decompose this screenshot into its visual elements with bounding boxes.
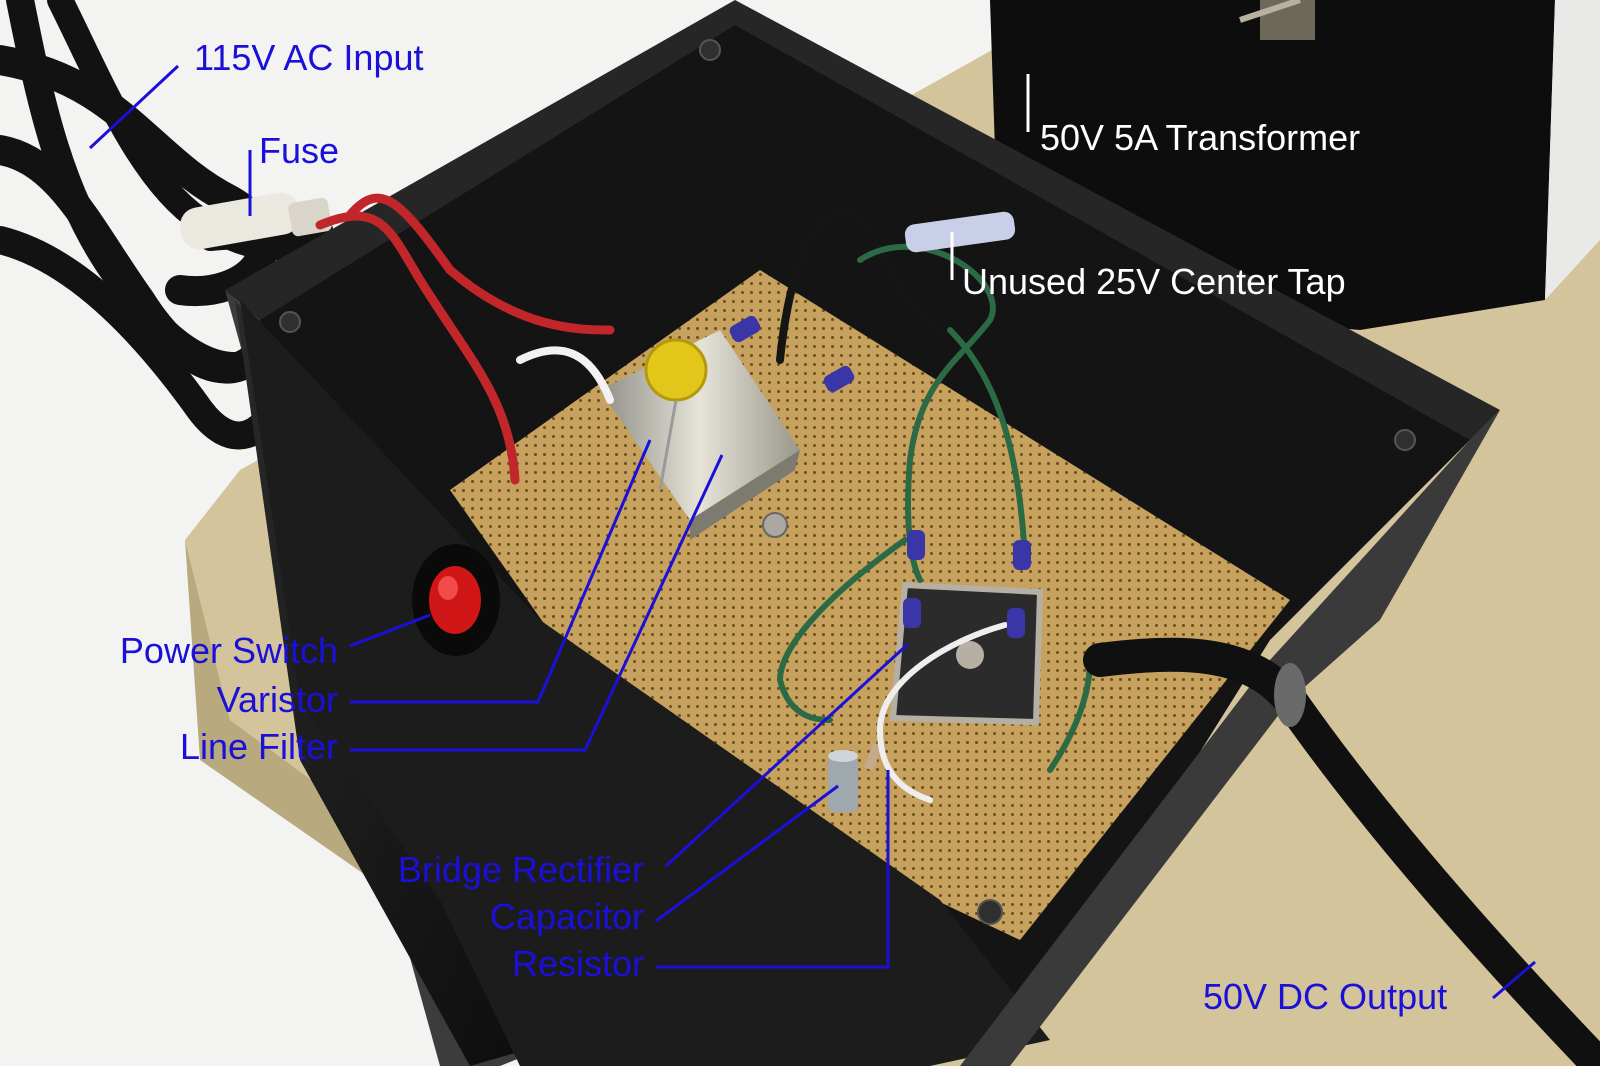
leader-power-switch xyxy=(349,613,431,648)
label-varistor: Varistor xyxy=(216,679,338,720)
label-fuse: Fuse xyxy=(259,130,340,171)
capacitor xyxy=(828,750,858,812)
varistor xyxy=(644,338,708,491)
bridge-rectifier xyxy=(889,581,1044,726)
label-dc-output: 50V DC Output xyxy=(1203,976,1448,1017)
leader-ac-input xyxy=(88,64,180,150)
leader-bridge-rectifier xyxy=(664,642,910,868)
annotation-leaders xyxy=(88,64,1536,1000)
label-ac-input: 115V AC Input xyxy=(194,37,424,78)
leader-capacitor xyxy=(655,784,839,923)
dc-output-cable xyxy=(1083,637,1600,1066)
enclosure xyxy=(225,0,1500,1066)
enclosure-front-wall xyxy=(240,300,1050,1066)
label-center-tap: Unused 25V Center Tap xyxy=(962,261,1346,302)
leader-resistor xyxy=(656,770,890,969)
label-bridge-rectifier: Bridge Rectifier xyxy=(397,849,644,890)
ac-power-cord xyxy=(0,0,341,450)
center-tap-terminal xyxy=(904,211,1016,253)
label-line-filter: Line Filter xyxy=(179,726,338,767)
leader-dc-output xyxy=(1492,960,1536,1000)
wires xyxy=(315,193,1093,803)
resistor xyxy=(863,743,883,771)
mdf-base-edge xyxy=(185,540,700,1066)
power-switch xyxy=(412,544,500,656)
leader-line-filter xyxy=(350,454,724,752)
label-capacitor: Capacitor xyxy=(489,896,644,937)
label-power-switch: Power Switch xyxy=(119,630,338,671)
label-transformer: 50V 5A Transformer xyxy=(1040,117,1361,158)
crimp-terminals xyxy=(729,315,1031,638)
leader-varistor xyxy=(350,439,652,704)
label-resistor: Resistor xyxy=(511,943,644,984)
